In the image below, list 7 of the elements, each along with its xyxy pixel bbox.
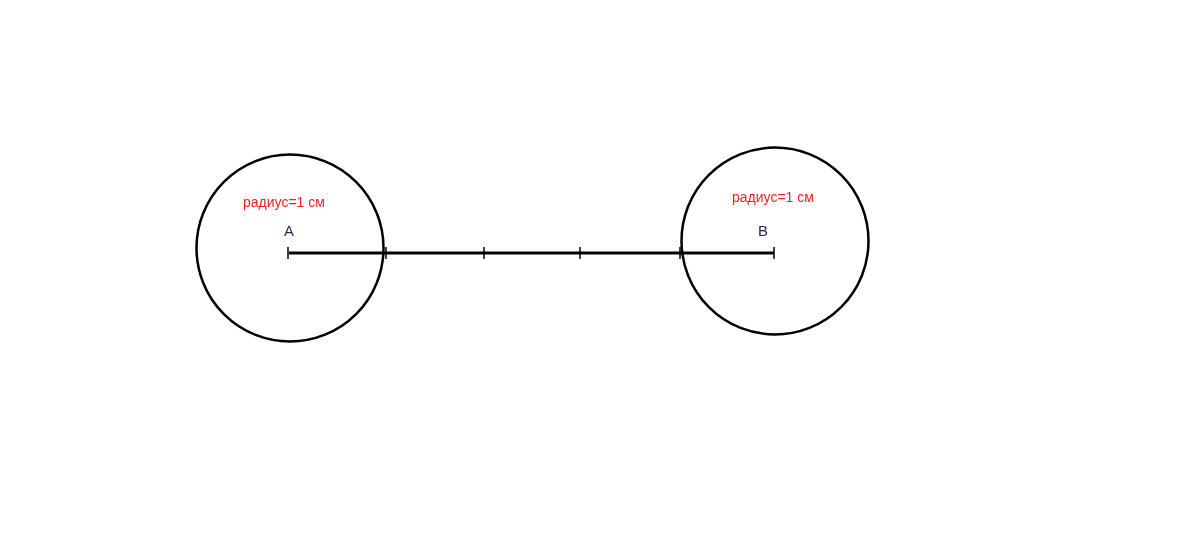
radius-label: радиус=1 см [732,189,814,205]
radius-label: радиус=1 см [243,194,325,210]
point-label: A [283,222,295,239]
circle [195,153,385,343]
line-segment [289,251,774,255]
circle [680,146,870,336]
point-label: B [758,222,769,239]
